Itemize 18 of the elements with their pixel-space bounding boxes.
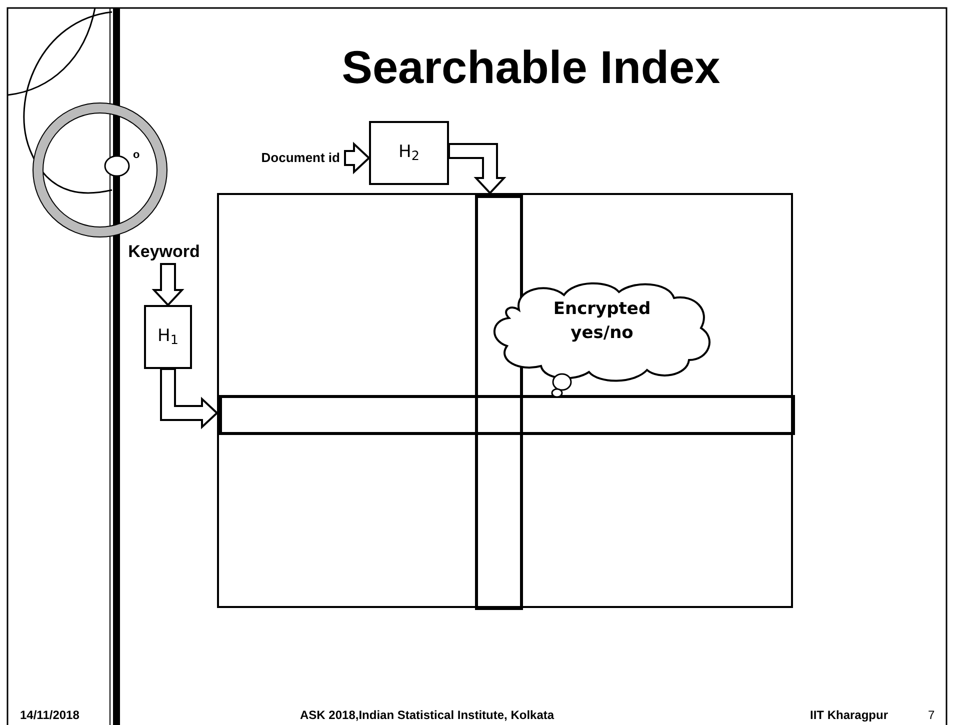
hash-function-box: H$_{2}$ [369, 121, 449, 185]
row-band [219, 395, 795, 435]
node-text: Document id [261, 149, 340, 168]
node-text: Keyword [128, 241, 200, 264]
column-band [475, 195, 523, 610]
block-arrow [160, 368, 218, 430]
block-arrow [152, 263, 184, 306]
footer-text: IIT Kharagpur [810, 707, 888, 724]
footer-text: ASK 2018,Indian Statistical Institute, Kolkata [300, 707, 554, 724]
index-grid [217, 193, 793, 608]
node-text: Encrypted yes/no [553, 299, 651, 343]
page-number: 7 [928, 707, 935, 724]
block-arrow [344, 142, 370, 174]
date-text: 14/11/2018 [20, 707, 80, 724]
hash-function-box: H$_{1}$ [144, 305, 192, 369]
slide-title: Searchable Index [342, 41, 720, 93]
small-mark: o [133, 148, 140, 163]
block-arrow [448, 143, 506, 194]
